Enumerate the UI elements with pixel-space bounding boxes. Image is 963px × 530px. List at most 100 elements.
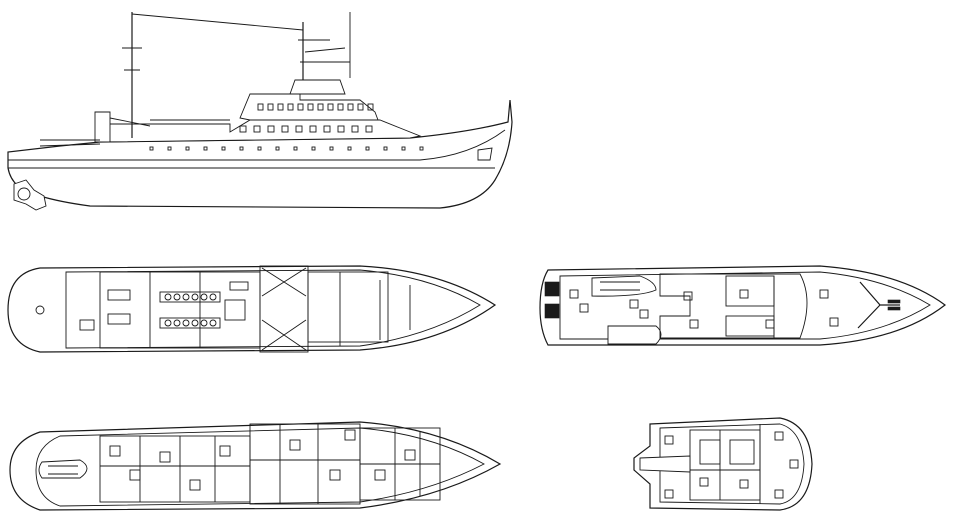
deck-fitting <box>819 289 829 299</box>
window <box>281 125 289 133</box>
deck-fitting <box>569 289 579 299</box>
aft-crane-housing <box>94 111 111 143</box>
deck-fitting <box>689 319 699 329</box>
bridge-partitions <box>690 424 761 504</box>
side-elevation-view <box>7 12 513 211</box>
cabin-fitting <box>129 469 141 481</box>
window <box>295 125 303 133</box>
main-deck-hull-outline <box>7 265 497 353</box>
window <box>351 125 359 133</box>
porthole <box>203 146 208 151</box>
anchor-chain-lines <box>857 281 900 329</box>
bridge-fitting <box>699 477 709 487</box>
steering-gear <box>35 305 45 315</box>
upper-deck-hull-outline <box>539 265 946 346</box>
porthole <box>275 146 280 151</box>
windlass-starboard <box>887 306 901 311</box>
cabin-fitting <box>189 479 201 491</box>
machinery-unit <box>107 289 131 301</box>
cabin-fitting <box>289 439 301 451</box>
bridge-deck-outline <box>633 417 813 511</box>
engine-cylinder <box>164 319 172 327</box>
deck-fitting <box>739 289 749 299</box>
cabin-fitting <box>219 445 231 457</box>
window <box>317 103 324 111</box>
engine-cylinder <box>191 319 199 327</box>
deck-fitting <box>629 299 639 309</box>
cabin-fitting <box>404 449 416 461</box>
window <box>267 103 274 111</box>
porthole <box>329 146 334 151</box>
lower-deck-fittings <box>109 429 416 491</box>
mast-stay <box>131 12 351 78</box>
upper-superstructure <box>239 93 379 121</box>
deck-fitting <box>829 317 839 327</box>
windlass-port <box>887 299 901 304</box>
engine-cylinder <box>191 293 199 301</box>
window <box>257 103 264 111</box>
deck-fitting <box>579 303 589 313</box>
sheer-line <box>8 129 506 161</box>
bridge-deck-fittings <box>664 431 799 499</box>
bridge-aft-wing <box>639 455 691 473</box>
bridge-fitting <box>739 479 749 489</box>
upper-deckhouse <box>659 273 808 339</box>
forward-compartment <box>307 271 389 343</box>
engine-cylinder <box>182 293 190 301</box>
engine-cylinder <box>173 319 181 327</box>
window <box>309 125 317 133</box>
window <box>239 125 247 133</box>
window <box>267 125 275 133</box>
hold-cross <box>259 265 309 353</box>
mid-accommodation <box>249 423 361 505</box>
propeller <box>17 187 31 201</box>
upper-deck-inner-outline <box>559 271 931 340</box>
porthole <box>401 146 406 151</box>
engine-cylinder <box>164 293 172 301</box>
lower-deck-plan-view <box>9 421 502 511</box>
porthole <box>311 146 316 151</box>
bridge-room <box>689 429 761 501</box>
upper-deck-plan-view <box>539 265 946 346</box>
machinery-unit <box>159 317 221 329</box>
main-mast-yard <box>122 47 142 71</box>
deck-fitting <box>765 319 775 329</box>
window <box>253 125 261 133</box>
aft-deck-rail <box>39 139 101 147</box>
bridge-console-b <box>729 439 755 465</box>
lower-deck-inner-outline <box>35 427 485 507</box>
stern-winch-2 <box>544 303 560 319</box>
bridge-deck-inner <box>659 423 805 505</box>
porthole <box>419 146 424 151</box>
machinery-unit <box>107 313 131 325</box>
machinery-unit <box>79 319 95 331</box>
window <box>323 125 331 133</box>
deck-fitting <box>683 291 693 301</box>
window <box>337 125 345 133</box>
bridge-deck-plan-view <box>633 417 813 511</box>
porthole-row <box>149 146 424 151</box>
window <box>365 125 373 133</box>
hold-cross-lines <box>261 267 307 351</box>
bridge-fitting <box>774 431 784 441</box>
porthole <box>365 146 370 151</box>
window <box>277 103 284 111</box>
fore-mast-yard <box>298 39 350 63</box>
porthole <box>239 146 244 151</box>
upper-deck-fittings <box>569 289 839 329</box>
engine-room <box>99 271 261 349</box>
window <box>327 103 334 111</box>
cabin-fitting <box>329 469 341 481</box>
lifeboat-port <box>591 275 657 297</box>
upper-cabin-a <box>725 275 775 307</box>
bridge-console-a <box>699 439 721 465</box>
cabin-fitting <box>374 469 386 481</box>
engine-cylinder <box>173 293 181 301</box>
porthole <box>167 146 172 151</box>
bridge-fitting <box>664 435 674 445</box>
lower-deck-partitions <box>100 424 440 504</box>
window <box>307 103 314 111</box>
window <box>367 103 374 111</box>
